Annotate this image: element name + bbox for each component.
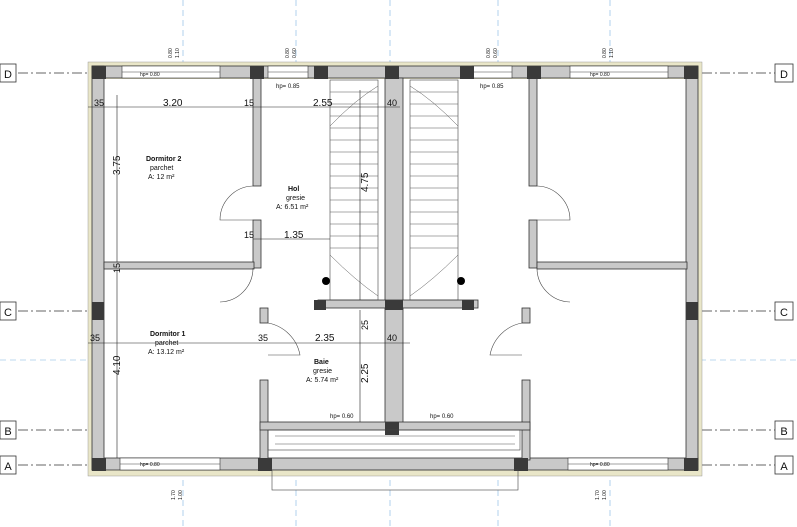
win-top4-b: 1.10	[609, 48, 615, 58]
hp-080-bot-left: hp= 0.80	[140, 462, 160, 468]
dim-235: 2.35	[315, 333, 335, 344]
hp-080-bot-right: hp= 0.80	[590, 462, 610, 468]
dim-35b: 35	[90, 333, 100, 343]
door-swings	[219, 185, 571, 356]
axis-bubble-d-right: D	[774, 63, 794, 83]
svg-text:gresie: gresie	[313, 368, 332, 375]
win-top1-a: 0.80	[168, 48, 174, 58]
axis-bubble-b-right: B	[774, 420, 794, 440]
top-windows	[121, 65, 669, 79]
columns	[92, 66, 698, 471]
room-hol: Hol gresie A: 6.51 m²	[276, 186, 309, 211]
svg-text:A: 13.12 m²: A: 13.12 m²	[148, 349, 185, 356]
dim-15-vert: 15	[112, 263, 122, 273]
axis-bubble-c-right: C	[774, 301, 794, 321]
staircase-right	[409, 79, 465, 301]
svg-text:A: 12 m²: A: 12 m²	[148, 174, 175, 181]
svg-text:parchet: parchet	[150, 165, 173, 172]
svg-text:A: 5.74 m²: A: 5.74 m²	[306, 377, 339, 384]
win-bot1-b: 1.00	[178, 490, 184, 500]
dim-475: 4.75	[360, 172, 371, 192]
dimension-lines	[88, 90, 410, 458]
svg-text:gresie: gresie	[286, 195, 305, 202]
svg-text:C: C	[780, 307, 788, 319]
bottom-windows	[119, 457, 669, 471]
dim-15a: 15	[244, 98, 254, 108]
svg-text:Dormitor 1: Dormitor 1	[150, 331, 186, 338]
hp-085-right: hp= 0.85	[480, 84, 504, 90]
axis-bubble-b-left: B	[0, 420, 17, 440]
svg-text:A: 6.51 m²: A: 6.51 m²	[276, 204, 309, 211]
balcony	[267, 429, 521, 491]
hp-080-top-left: hp= 0.80	[140, 72, 160, 78]
axis-bubble-c-left: C	[0, 301, 17, 321]
axis-bubble-a-left: A	[0, 455, 17, 475]
hp-060-right: hp= 0.60	[430, 414, 454, 420]
hp-060-left: hp= 0.60	[330, 414, 354, 420]
win-top4-a: 0.80	[602, 48, 608, 58]
dim-40a: 40	[387, 98, 397, 108]
dim-40b: 40	[387, 333, 397, 343]
win-top3-a: 0.80	[486, 48, 492, 58]
win-bot1-a: 1.70	[171, 490, 177, 500]
dim-225: 2.25	[360, 363, 371, 383]
axis-bubble-a-right: A	[774, 455, 794, 475]
svg-text:parchet: parchet	[155, 340, 178, 347]
dim-375: 3.75	[112, 155, 123, 175]
svg-text:B: B	[780, 426, 787, 438]
dim-255: 2.55	[313, 98, 333, 109]
hp-080-top-right: hp= 0.80	[590, 72, 610, 78]
svg-text:D: D	[780, 69, 788, 81]
axis-bubble-d-left: D	[0, 63, 17, 83]
room-dormitor1: Dormitor 1 parchet A: 13.12 m²	[148, 331, 186, 356]
win-bot2-b: 1.00	[602, 490, 608, 500]
svg-text:Dormitor 2: Dormitor 2	[146, 156, 182, 163]
svg-text:B: B	[4, 426, 11, 438]
dim-25: 25	[360, 320, 370, 330]
svg-text:C: C	[4, 307, 12, 319]
room-baie: Baie gresie A: 5.74 m²	[306, 359, 339, 384]
room-dormitor2: Dormitor 2 parchet A: 12 m²	[146, 156, 182, 181]
dim-15b: 15	[244, 230, 254, 240]
stair-post-left	[322, 277, 330, 285]
svg-text:A: A	[4, 461, 12, 473]
win-top3-b: 0.60	[493, 48, 499, 58]
dim-410: 4.10	[112, 355, 123, 375]
stair-post-right	[457, 277, 465, 285]
dim-35c: 35	[258, 333, 268, 343]
svg-text:Hol: Hol	[288, 186, 299, 193]
dim-35-top: 35	[94, 98, 104, 108]
dim-320: 3.20	[163, 98, 183, 109]
win-top2-a: 0.80	[285, 48, 291, 58]
win-top1-b: 1.10	[175, 48, 181, 58]
svg-text:A: A	[780, 461, 788, 473]
svg-text:D: D	[4, 69, 12, 81]
dim-135: 1.35	[284, 230, 304, 241]
svg-text:Baie: Baie	[314, 359, 329, 366]
win-bot2-a: 1.70	[595, 490, 601, 500]
staircase-left	[322, 79, 379, 301]
hp-085-left: hp= 0.85	[276, 84, 300, 90]
win-top2-b: 0.60	[292, 48, 298, 58]
